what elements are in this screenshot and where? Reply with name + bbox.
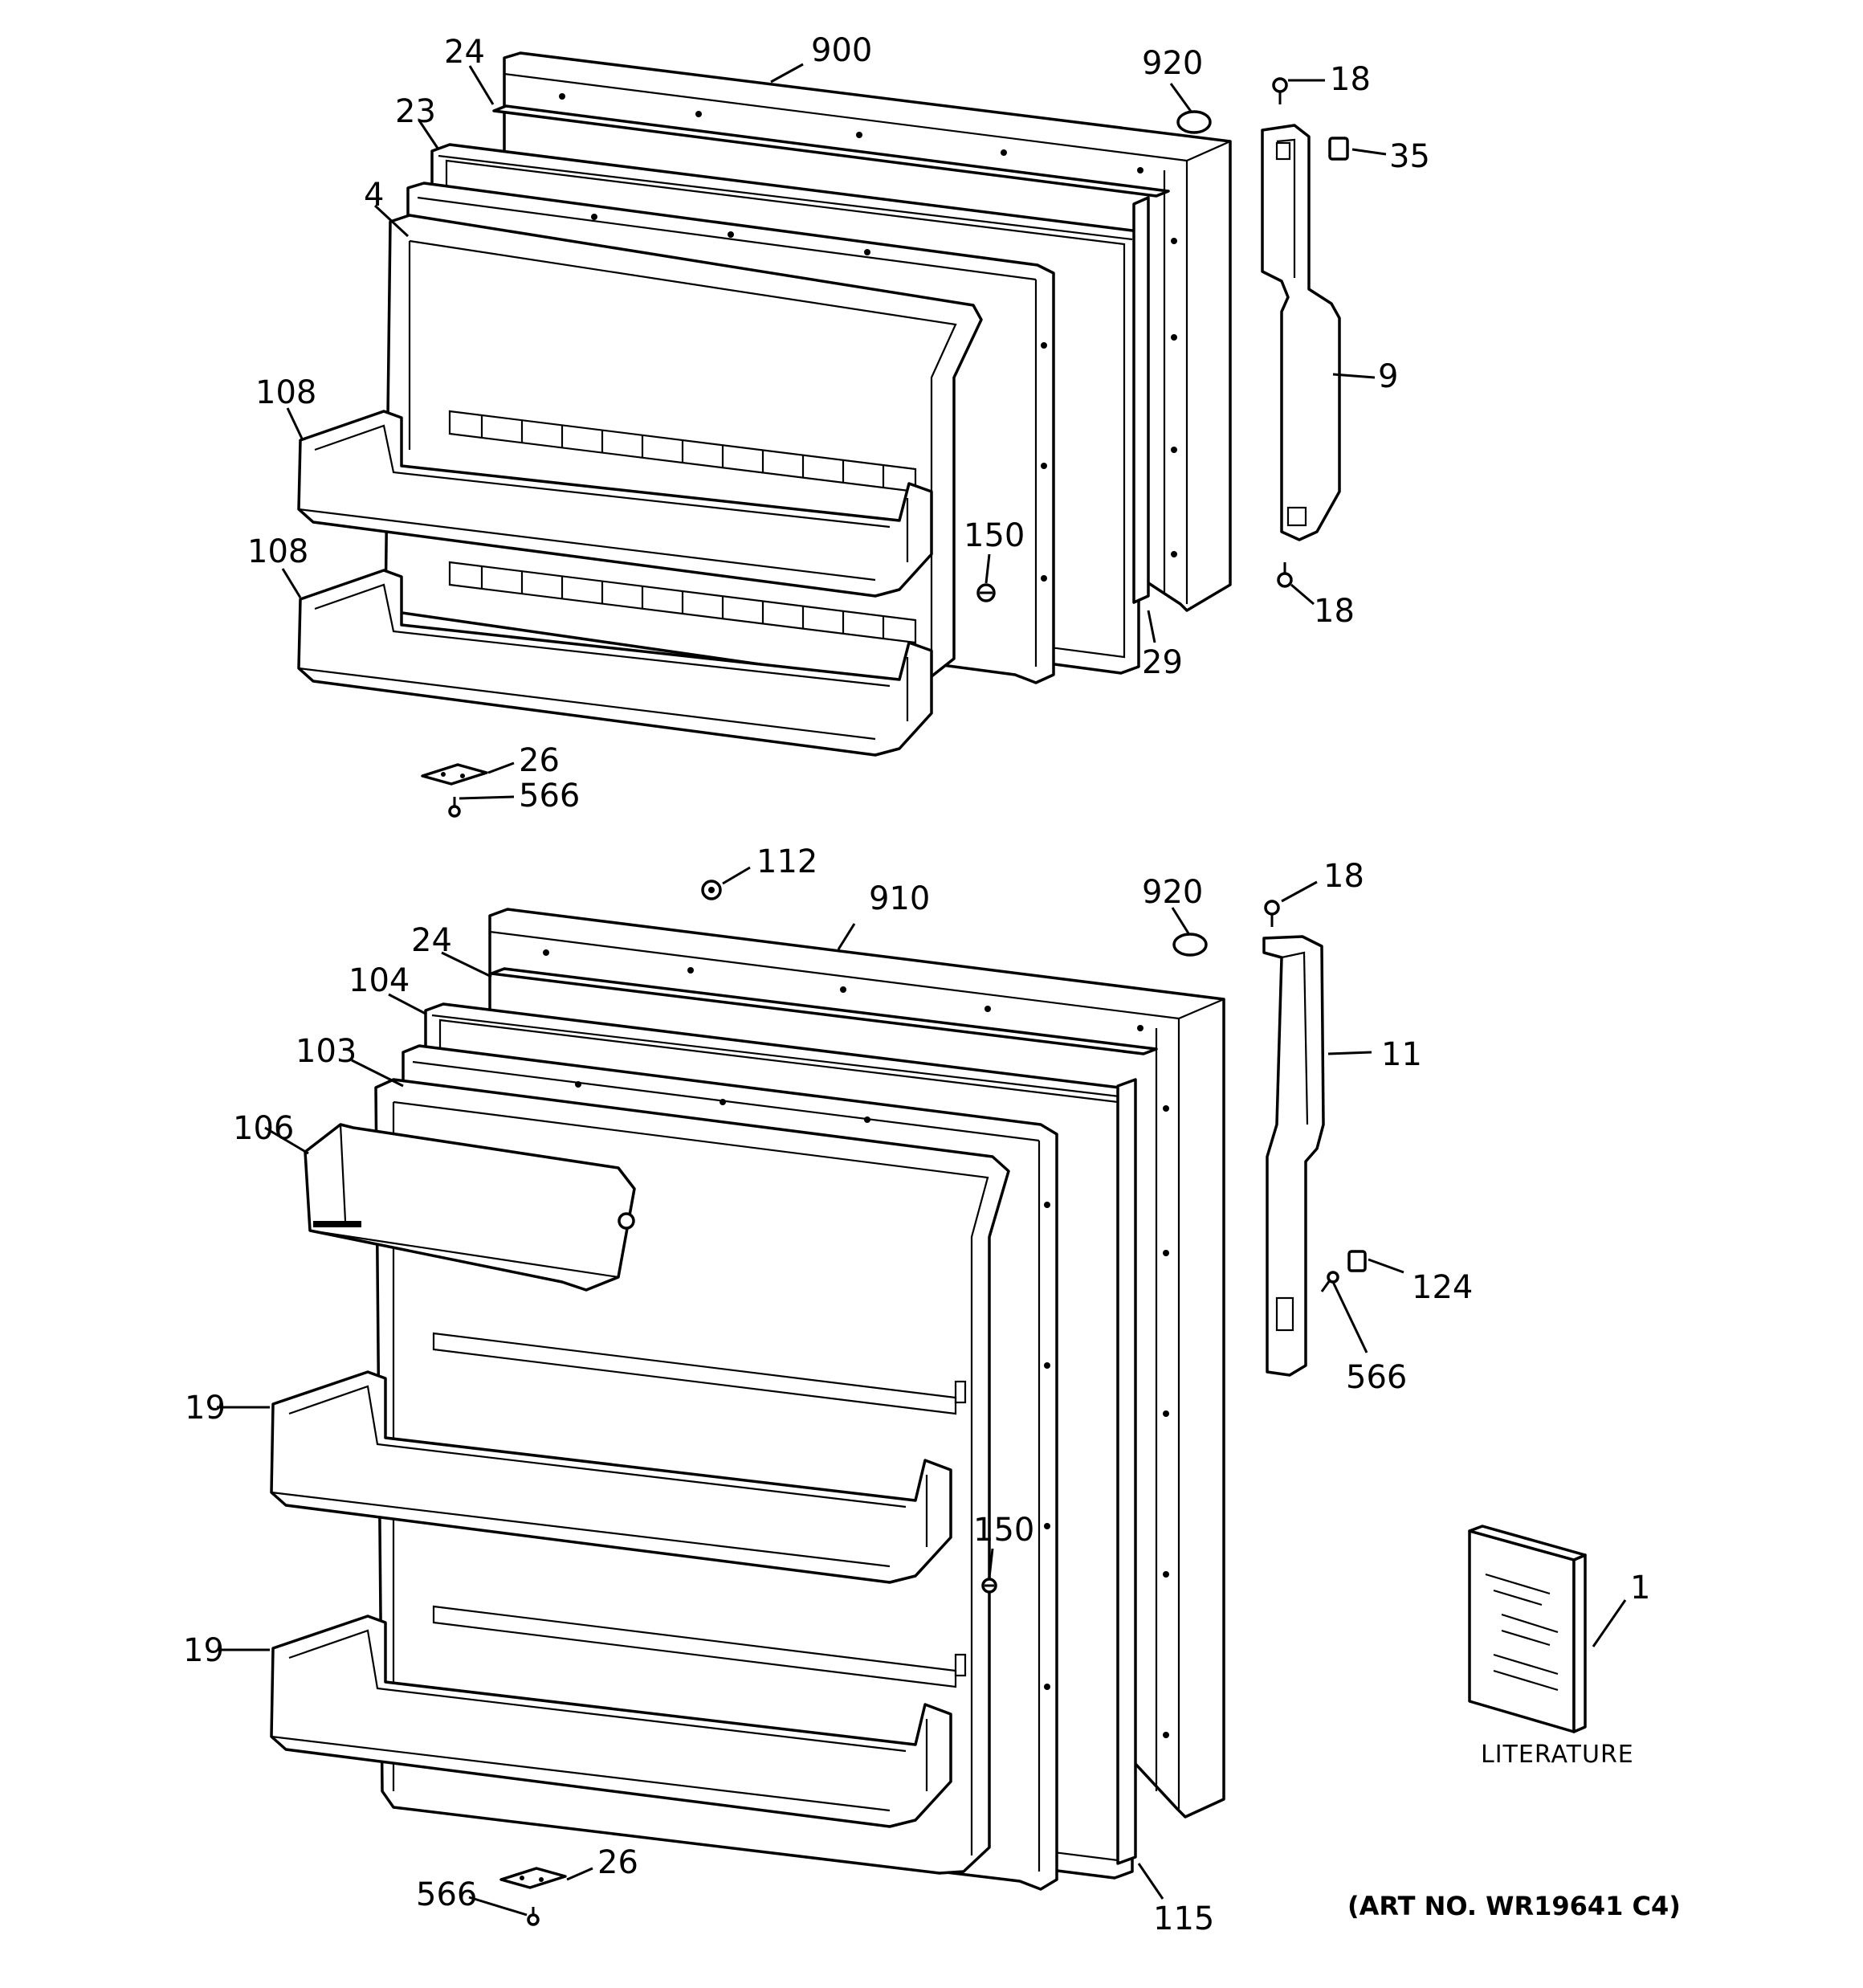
part-label-900: 900 (811, 32, 872, 69)
part-label-4: 4 (364, 177, 384, 214)
handle-screw-upper (1272, 77, 1288, 104)
part-label-18-fresh: 18 (1323, 858, 1364, 895)
part-label-24-fresh: 24 (411, 922, 452, 959)
part-label-566-fresh: 566 (416, 1876, 477, 1913)
part-label-29: 29 (1142, 644, 1183, 681)
part-label-23: 23 (395, 93, 436, 130)
handle-screw-lower (1277, 562, 1293, 588)
fresh-food-door-screw (981, 1578, 997, 1594)
freezer-hinge-screw (448, 797, 461, 818)
freezer-gasket-strip (1132, 196, 1150, 604)
freezer-door-plug (1176, 110, 1212, 134)
part-label-108-upper: 108 (255, 374, 316, 411)
freezer-door-screw (976, 583, 996, 602)
part-label-112: 112 (756, 843, 817, 880)
part-label-920-fresh: 920 (1142, 874, 1203, 911)
part-label-566-handle: 566 (1346, 1359, 1407, 1396)
part-label-104: 104 (349, 962, 410, 999)
part-label-103: 103 (296, 1033, 357, 1070)
part-label-19-lower: 19 (183, 1632, 224, 1669)
fresh-food-hinge-screw (527, 1907, 540, 1926)
handle-cap (1328, 137, 1349, 161)
part-label-26-freezer: 26 (519, 742, 560, 779)
part-label-566-freezer: 566 (519, 778, 580, 814)
freezer-hinge (421, 763, 488, 786)
fresh-food-breaker-strip (490, 967, 1158, 1055)
fresh-food-door-bin-lower (270, 1614, 952, 1828)
part-label-26-fresh: 26 (597, 1844, 638, 1881)
part-label-18-bottom: 18 (1314, 593, 1355, 630)
part-label-150-freezer: 150 (964, 517, 1025, 554)
part-label-910: 910 (869, 880, 930, 917)
freezer-door-assembly (297, 51, 1349, 818)
fresh-food-door-handle (1262, 935, 1325, 1377)
part-label-18-top: 18 (1330, 61, 1371, 98)
part-label-24-freezer: 24 (444, 34, 485, 71)
part-label-11: 11 (1381, 1036, 1422, 1073)
literature-booklet (1468, 1525, 1587, 1733)
leader-lines (217, 63, 1627, 1917)
fresh-food-door-assembly (270, 880, 1367, 1926)
part-label-150-fresh: 150 (973, 1512, 1034, 1549)
part-labels: 900 24 23 4 920 18 35 9 18 29 108 108 15… (183, 32, 1681, 1937)
freezer-door-handle (1261, 124, 1341, 541)
handle-clip (1347, 1250, 1367, 1272)
part-label-9: 9 (1378, 358, 1398, 395)
fresh-food-hinge (499, 1867, 567, 1889)
fresh-handle-screw (1264, 900, 1280, 927)
fresh-food-door-plug (1172, 933, 1208, 957)
freezer-door-shelf-upper (297, 410, 933, 598)
freezer-door-shelf-lower (297, 569, 933, 757)
freezer-door-liner (384, 182, 1055, 686)
art-number: (ART NO. WR19641 C4) (1347, 1891, 1681, 1921)
literature-label: LITERATURE (1481, 1741, 1634, 1769)
part-label-115: 115 (1153, 1900, 1214, 1937)
part-label-19-upper: 19 (185, 1390, 226, 1427)
dairy-compartment-door (304, 1123, 636, 1292)
fresh-food-gasket-strip (1116, 1078, 1137, 1865)
fresh-food-door-bin-upper (270, 1370, 952, 1584)
part-label-920-freezer: 920 (1142, 45, 1203, 82)
part-label-1: 1 (1630, 1570, 1650, 1606)
freezer-breaker-strip (492, 104, 1170, 198)
fresh-handle-screw-566 (1320, 1271, 1339, 1292)
part-label-108-lower: 108 (247, 533, 308, 570)
part-label-124: 124 (1412, 1269, 1473, 1306)
part-label-35: 35 (1389, 138, 1430, 175)
door-nut (701, 880, 722, 900)
part-label-106: 106 (233, 1110, 294, 1147)
